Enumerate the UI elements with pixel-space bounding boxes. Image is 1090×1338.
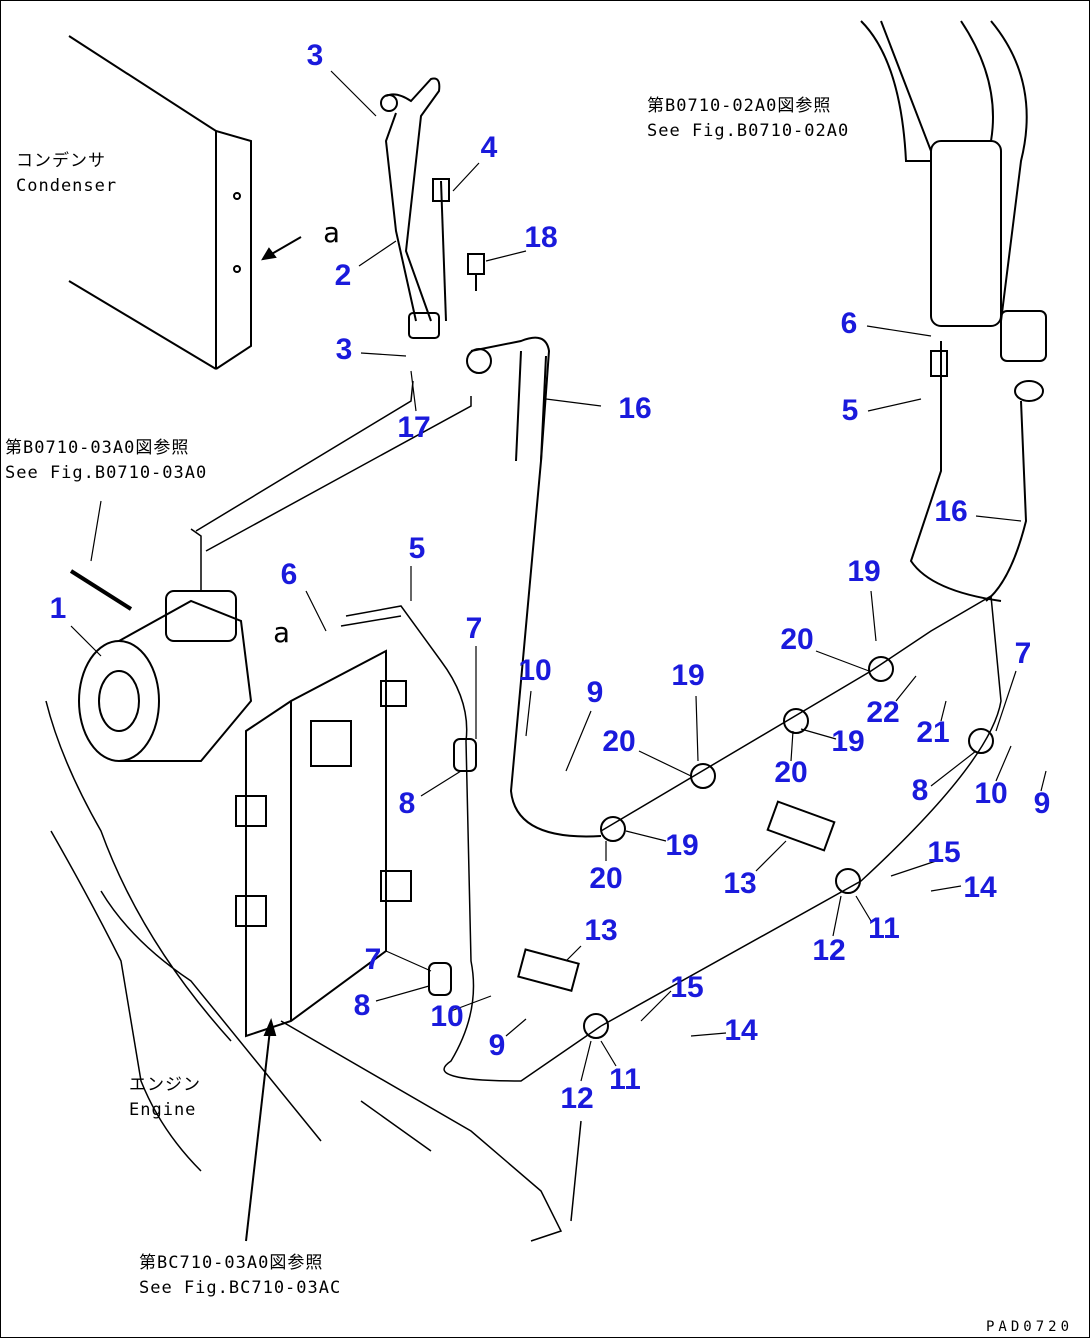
callout-part-7: 7	[465, 612, 483, 645]
callout-part-12: 12	[560, 1082, 594, 1115]
callout-part-5: 5	[841, 394, 859, 427]
callout-part-7: 7	[364, 943, 382, 976]
callout-part-4: 4	[480, 131, 498, 164]
engine-label: エンジン Engine	[129, 1073, 201, 1123]
callout-part-8: 8	[911, 774, 929, 807]
receiver-drawing	[860, 20, 1047, 602]
callout-part-5: 5	[408, 532, 426, 565]
callout-part-15: 15	[927, 836, 961, 869]
callout-part-3: 3	[335, 333, 353, 366]
callout-part-20: 20	[589, 862, 623, 895]
callout-part-13: 13	[723, 867, 757, 900]
condenser-label-jp: コンデンサ	[16, 151, 106, 171]
callout-part-15: 15	[670, 971, 704, 1004]
engine-label-en: Engine	[129, 1100, 197, 1120]
callout-part-19: 19	[831, 725, 865, 758]
callout-part-19: 19	[665, 829, 699, 862]
callout-part-11: 11	[609, 1063, 641, 1096]
ref-bracket-note: 第BC710-03A0図参照 See Fig.BC710-03AC	[139, 1251, 341, 1301]
callout-part-20: 20	[780, 623, 814, 656]
callout-part-19: 19	[671, 659, 705, 692]
hose-16-left-drawing	[466, 253, 602, 838]
compressor-drawing	[69, 569, 253, 762]
callout-part-6: 6	[840, 307, 858, 340]
callout-part-12: 12	[812, 934, 846, 967]
callout-part-10: 10	[974, 777, 1008, 810]
ref-compressor-note: 第B0710-03A0図参照 See Fig.B0710-03A0	[5, 436, 207, 486]
callout-part-3: 3	[306, 39, 324, 72]
callout-part-6: 6	[280, 558, 298, 591]
condenser-label: コンデンサ Condenser	[16, 149, 117, 199]
ref-bracket-en: See Fig.BC710-03AC	[139, 1278, 342, 1298]
callout-part-9: 9	[586, 676, 604, 709]
callout-part-16: 16	[618, 392, 652, 425]
hose-2-drawing	[380, 77, 450, 339]
callout-part-22: 22	[866, 696, 900, 729]
ref-receiver-note: 第B0710-02A0図参照 See Fig.B0710-02A0	[647, 94, 849, 144]
callout-part-9: 9	[488, 1029, 506, 1062]
ref-receiver-en: See Fig.B0710-02A0	[647, 121, 850, 141]
callout-part-10: 10	[518, 654, 552, 687]
ref-receiver-jp: 第B0710-02A0図参照	[647, 96, 832, 116]
callout-part-19: 19	[847, 555, 881, 588]
callout-part-16: 16	[934, 495, 968, 528]
ref-compressor-en: See Fig.B0710-03A0	[5, 463, 208, 483]
callout-part-8: 8	[398, 787, 416, 820]
ref-compressor-jp: 第B0710-03A0図参照	[5, 438, 190, 458]
callout-part-20: 20	[602, 725, 636, 758]
callout-part-21: 21	[916, 716, 950, 749]
leader-lines	[70, 70, 1047, 1082]
condenser-label-en: Condenser	[16, 176, 118, 196]
callout-part-18: 18	[524, 221, 558, 254]
bracket-drawing	[235, 649, 412, 1242]
clamps-drawing	[428, 656, 994, 1039]
callout-part-8: 8	[353, 989, 371, 1022]
callout-part-13: 13	[584, 914, 618, 947]
callout-part-9: 9	[1033, 787, 1051, 820]
drawing-code: PAD0720	[986, 1319, 1074, 1335]
view-a-label-compressor: a	[273, 616, 290, 649]
callout-part-7: 7	[1014, 637, 1032, 670]
callout-part-11: 11	[868, 912, 900, 945]
engine-label-jp: エンジン	[129, 1075, 201, 1095]
callout-part-14: 14	[963, 871, 997, 904]
callout-part-1: 1	[49, 592, 67, 625]
callout-part-14: 14	[724, 1014, 758, 1047]
callout-part-20: 20	[774, 756, 808, 789]
view-a-label-condenser: a	[323, 216, 340, 249]
callout-part-2: 2	[334, 259, 352, 292]
condenser-drawing	[68, 35, 302, 370]
ref-bracket-jp: 第BC710-03A0図参照	[139, 1253, 324, 1273]
callout-part-10: 10	[430, 1000, 464, 1033]
callout-part-17: 17	[397, 411, 431, 444]
